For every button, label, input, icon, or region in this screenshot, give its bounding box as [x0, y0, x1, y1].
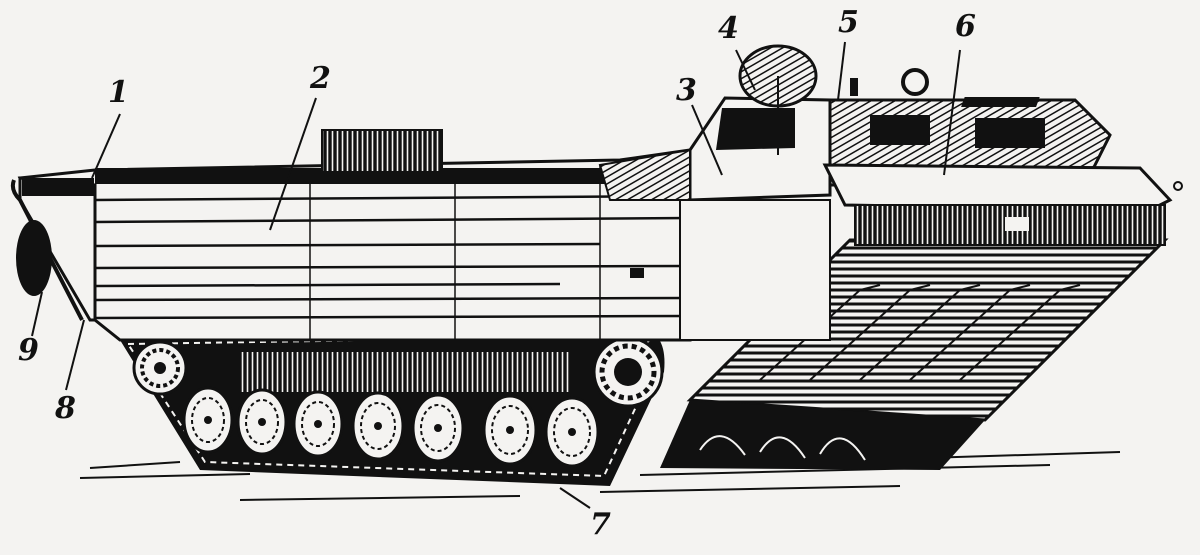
callout-4: 4 — [718, 11, 739, 46]
cab — [598, 44, 832, 341]
callout-9: 9 — [18, 333, 39, 368]
hull — [10, 129, 692, 342]
callout-1: 1 — [108, 75, 129, 110]
callout-5: 5 — [838, 5, 859, 40]
callout-8: 8 — [55, 391, 76, 426]
callout-6: 6 — [955, 9, 976, 44]
left-track — [117, 326, 665, 486]
rear-superstructure — [822, 68, 1183, 246]
callout-7: 7 — [590, 507, 611, 542]
callout-2: 2 — [310, 61, 331, 96]
callout-3: 3 — [676, 73, 697, 108]
callout-leader-lines — [31, 41, 961, 509]
